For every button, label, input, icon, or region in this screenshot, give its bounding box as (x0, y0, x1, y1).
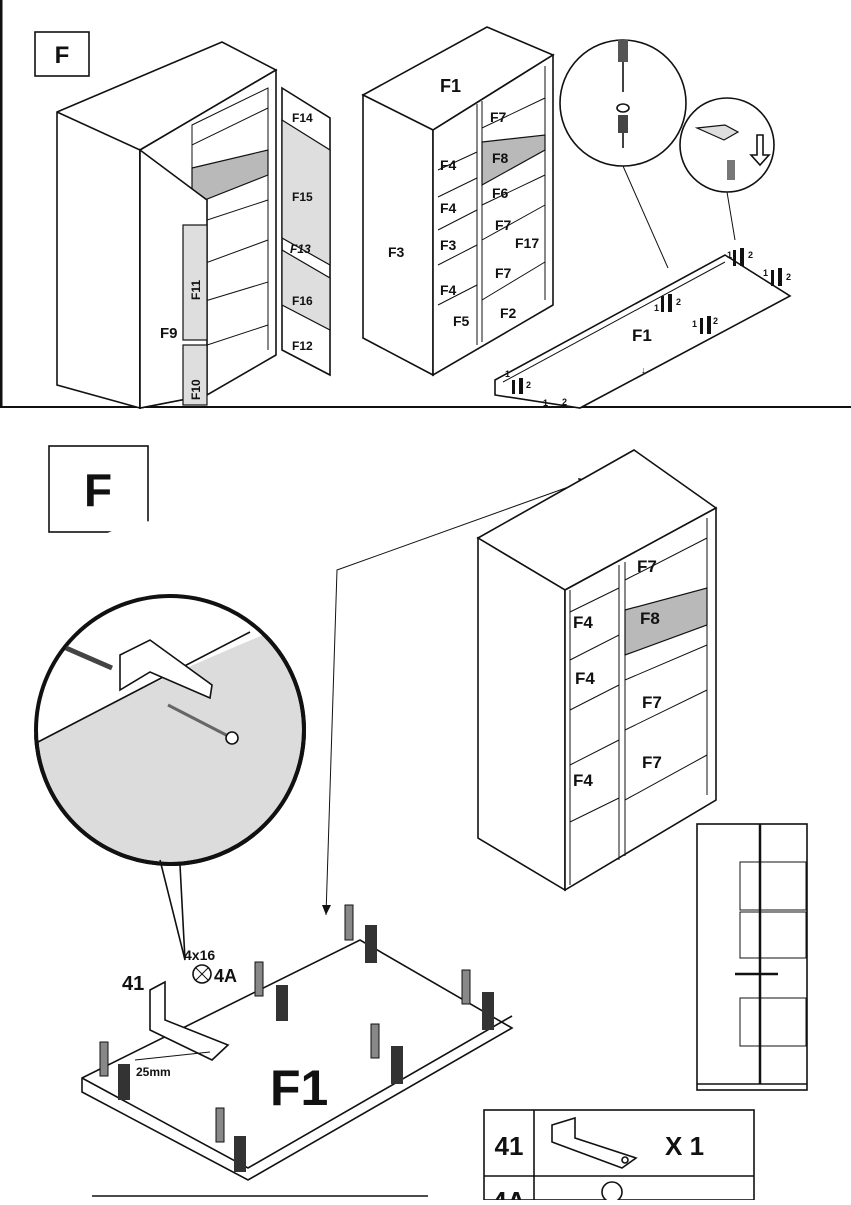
glass-panel-upper (182, 224, 208, 341)
top-panel: F F9 F11 F10 F14 F15 (0, 0, 851, 410)
label-right-col-2: F6 (492, 185, 509, 201)
cab-left-2: F4 (573, 771, 593, 790)
label-F15: F15 (292, 190, 313, 204)
label-F13: F13 (290, 242, 311, 256)
pointer-line (325, 479, 589, 916)
top-step-box (34, 31, 90, 77)
top-board-F1: F1 ↓ 1 2 1 2 1 2 1 2 1 2 1 2 (494, 248, 792, 409)
label-F11: F11 (189, 280, 203, 300)
label-screw-4A: 4A (214, 966, 237, 986)
label-screw-size: 4x16 (184, 947, 215, 963)
shaded-shelf-bottom (624, 587, 708, 656)
parts-row-0-quantity: X 1 (665, 1131, 704, 1161)
cab-right-0: F7 (637, 557, 657, 576)
bottom-panel: F F4 F4 F4 F7 F8 (19, 445, 808, 1205)
detail-circle-screw (559, 39, 687, 269)
detail-magnifier (19, 519, 306, 961)
bottom-step-box (48, 445, 149, 533)
pin-markers: 1 2 1 2 1 2 1 2 1 2 1 2 (505, 248, 791, 408)
label-right-col-0: F7 (490, 109, 507, 125)
marker-2f: 2 (562, 397, 567, 407)
marker-1d: 1 (692, 319, 697, 329)
shaded-shelf-center (481, 134, 546, 187)
marker-2b: 2 (786, 272, 791, 282)
label-right-col-6: F2 (500, 305, 517, 321)
label-right-col-1: F8 (492, 150, 509, 166)
bottom-cabinet: F4 F4 F4 F7 F8 F7 F7 (476, 449, 718, 892)
marker-2a: 2 (748, 250, 753, 260)
cab-right-2: F7 (642, 693, 662, 712)
parts-row-0-number: 41 (495, 1131, 524, 1161)
marker-1a: 1 (727, 250, 732, 260)
parts-row-1-number: 4A (492, 1186, 525, 1200)
cab-right-3: F7 (642, 753, 662, 772)
dowels (99, 904, 494, 1172)
label-right-col-5: F7 (495, 265, 512, 281)
label-board-F1: F1 (632, 326, 652, 345)
detail-circle-cam (679, 97, 775, 241)
label-big-F1: F1 (270, 1060, 328, 1116)
label-left-col-1: F4 (440, 200, 457, 216)
cab-right-1: F8 (640, 609, 660, 628)
marker-arrow: ↓ (641, 365, 646, 375)
label-bracket-41: 41 (122, 973, 144, 995)
label-F16: F16 (292, 294, 313, 308)
cab-left-0: F4 (573, 613, 593, 632)
top-step-label: F (55, 42, 70, 69)
label-left-col-3: F4 (440, 282, 457, 298)
label-25mm: 25mm (136, 1065, 171, 1079)
label-left-col-2: F3 (440, 237, 457, 253)
label-F12: F12 (292, 339, 313, 353)
marker-1b: 1 (763, 268, 768, 278)
marker-1c: 1 (654, 303, 659, 313)
label-right-col-4: F17 (515, 235, 539, 251)
bottom-step-label: F (84, 464, 112, 516)
parts-table: 41 X 1 4A (483, 1109, 755, 1205)
marker-1e: 1 (505, 369, 510, 379)
label-F3-side: F3 (388, 244, 405, 260)
cabinet-front-view (696, 823, 808, 1091)
marker-1f: 1 (543, 398, 548, 408)
marker-2c: 2 (676, 297, 681, 307)
label-F9: F9 (160, 325, 178, 342)
bottom-board-F1: F1 41 4x16 4A 25mm (81, 904, 514, 1181)
label-F14: F14 (292, 111, 313, 125)
marker-2d: 2 (713, 316, 718, 326)
center-cabinet: F1 F3 F4 F4 F3 F4 F5 F7 F8 F6 F7 F17 F7 … (361, 26, 555, 377)
glass-panel-lower (182, 344, 208, 406)
left-cabinet: F9 F11 F10 F14 F15 F13 F16 F12 (56, 41, 331, 410)
label-left-col-0: F4 (440, 157, 457, 173)
bracket-part-icon (551, 1116, 638, 1169)
bracket-41 (149, 980, 230, 1061)
label-left-col-4: F5 (453, 313, 470, 329)
cab-left-1: F4 (575, 669, 595, 688)
label-F10: F10 (189, 379, 203, 400)
label-right-col-3: F7 (495, 217, 512, 233)
screw-part-icon (601, 1181, 623, 1203)
label-F1-top: F1 (440, 76, 461, 96)
marker-2e: 2 (526, 380, 531, 390)
